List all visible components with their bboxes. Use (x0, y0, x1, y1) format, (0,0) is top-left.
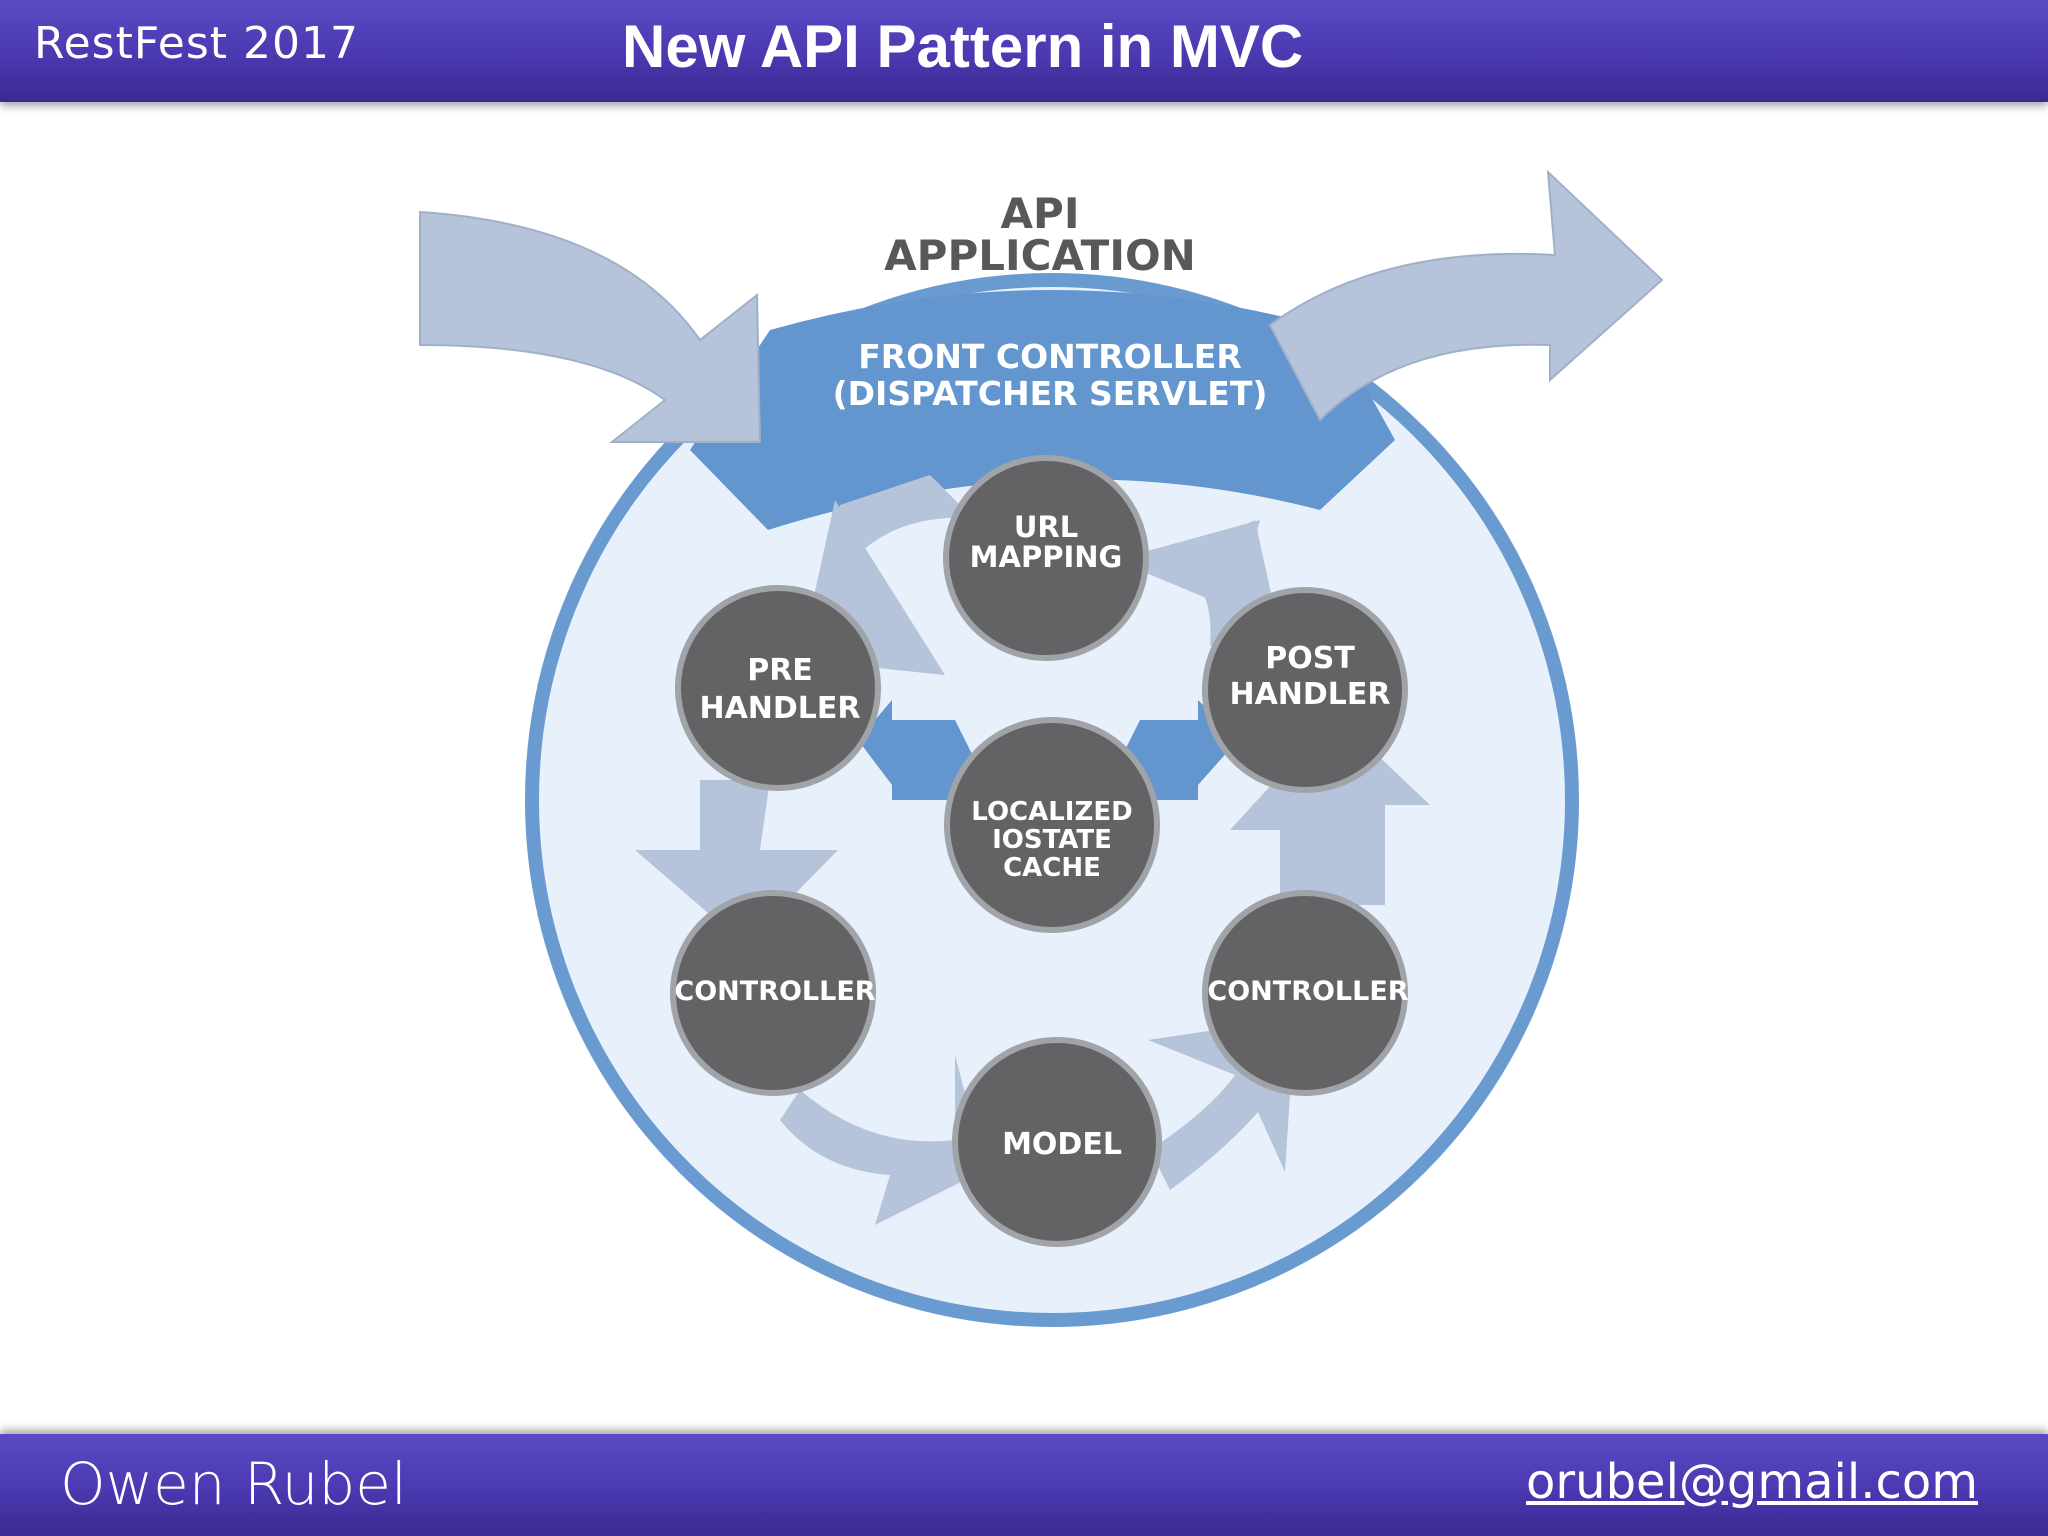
front-controller-down-arrow (1000, 420, 1090, 465)
svg-text:PRE: PRE (747, 653, 813, 688)
svg-text:IOSTATE: IOSTATE (992, 825, 1112, 855)
post-handler-node: POST HANDLER (1202, 587, 1408, 793)
author-name: Owen Rubel (60, 1450, 408, 1518)
svg-text:URL: URL (1014, 510, 1078, 544)
svg-text:CONTROLLER: CONTROLLER (1207, 976, 1408, 1007)
controller-left-node: CONTROLLER (670, 890, 876, 1096)
outgoing-response-arrow (1268, 169, 1664, 422)
cycle-arrow-post-to-url-head (1115, 520, 1260, 610)
api-heading-line1: API (1001, 189, 1080, 238)
svg-text:CONTROLLER: CONTROLLER (674, 976, 875, 1007)
controller-right-node: CONTROLLER (1202, 890, 1409, 1096)
model-node: MODEL (952, 1037, 1162, 1247)
email-link[interactable]: orubel@gmail.com (1526, 1454, 1978, 1510)
svg-text:MODEL: MODEL (1002, 1127, 1122, 1162)
svg-text:CACHE: CACHE (1003, 853, 1101, 883)
cache-arrow-left (858, 700, 975, 800)
front-controller-line1: FRONT CONTROLLER (858, 337, 1242, 376)
incoming-request-arrow (419, 210, 762, 443)
svg-text:MAPPING: MAPPING (970, 540, 1123, 574)
api-heading-line2: APPLICATION (884, 231, 1196, 280)
cycle-arrow-controller-to-post (1230, 715, 1430, 905)
front-controller-band (690, 290, 1395, 530)
header-bar: RestFest 2017 New API Pattern in MVC (0, 0, 2048, 102)
cycle-arrow-pre-to-controller (635, 780, 838, 945)
footer-bar: Owen Rubel orubel@gmail.com (0, 1434, 2048, 1536)
slide-title: New API Pattern in MVC (622, 13, 1304, 80)
svg-text:HANDLER: HANDLER (699, 691, 860, 726)
url-mapping-node: URL MAPPING (943, 455, 1149, 661)
iostate-cache-node: LOCALIZED IOSTATE CACHE (944, 717, 1160, 933)
api-mvc-diagram: URL MAPPING PRE HANDLER POST HANDLER LOC… (419, 169, 1664, 1327)
cycle-arrow-controller-to-model (780, 1055, 985, 1225)
event-name: RestFest 2017 (34, 18, 359, 69)
svg-text:LOCALIZED: LOCALIZED (971, 797, 1132, 827)
pre-handler-node: PRE HANDLER (675, 585, 881, 791)
front-controller-line2: (DISPATCHER SERVLET) (833, 374, 1268, 413)
svg-text:POST: POST (1265, 641, 1355, 676)
svg-text:HANDLER: HANDLER (1229, 677, 1390, 712)
